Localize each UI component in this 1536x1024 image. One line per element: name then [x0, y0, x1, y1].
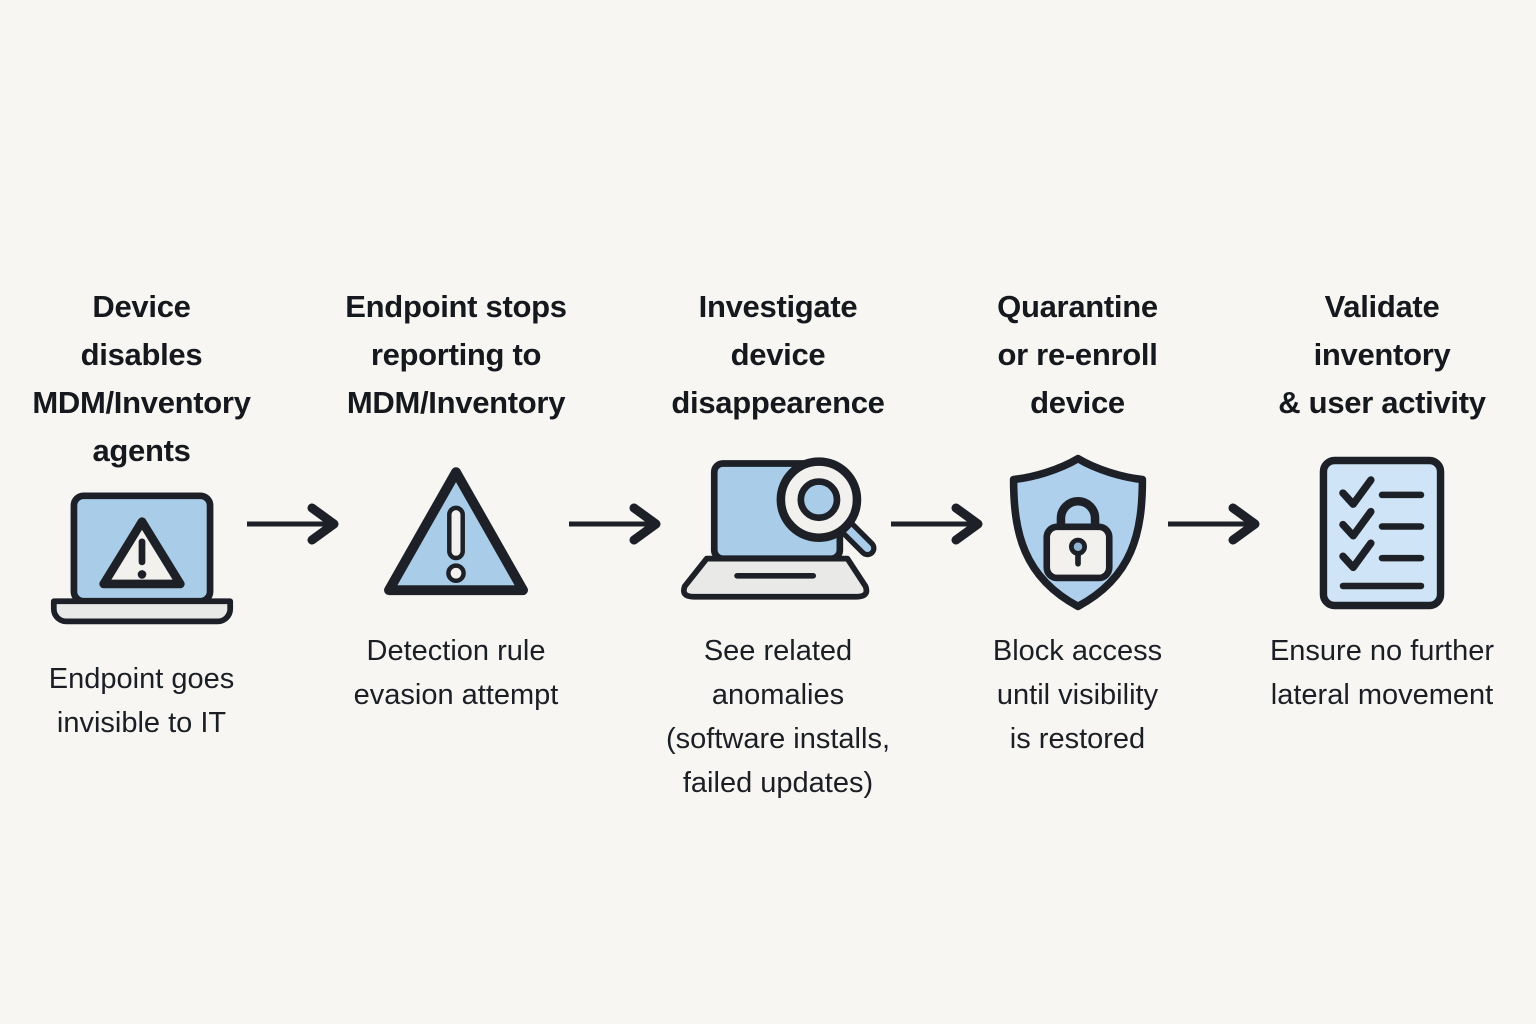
- step-title: Endpoint stops reporting to MDM/Inventor…: [345, 289, 567, 420]
- step-caption: Ensure no further lateral movement: [1269, 635, 1495, 711]
- step-icon-area: [4, 475, 279, 651]
- step-caption: Detection rule evasion attempt: [353, 635, 559, 711]
- step-quarantine-reenroll: Quarantine or re-enroll device Block acc…: [955, 283, 1200, 761]
- step-icon-area: [311, 447, 601, 623]
- arrow-right-icon: [1166, 502, 1266, 551]
- checklist-icon: [1311, 454, 1453, 617]
- step-title: Investigate device disappearence: [671, 289, 885, 420]
- step-icon-area: [1232, 447, 1532, 623]
- arrow-right-icon: [245, 502, 345, 551]
- warning-triangle-icon: [380, 463, 532, 607]
- step-endpoint-stops-reporting: Endpoint stops reporting to MDM/Inventor…: [311, 283, 601, 717]
- laptop-magnifier-icon: [678, 454, 878, 616]
- step-validate-inventory: Validate inventory & user activity E: [1232, 283, 1532, 717]
- step-title: Quarantine or re-enroll device: [997, 289, 1158, 420]
- arrow-right-icon: [889, 502, 989, 551]
- step-title: Device disables MDM/Inventory agents: [32, 289, 251, 468]
- step-caption: Endpoint goes invisible to IT: [48, 663, 235, 739]
- flow-row: Device disables MDM/Inventory agents End…: [4, 283, 1532, 805]
- step-investigate-disappearance: Investigate device disappearence See rel…: [633, 283, 923, 805]
- shield-lock-icon: [1002, 452, 1154, 618]
- step-caption: See related anomalies (software installs…: [665, 635, 890, 799]
- step-title: Validate inventory & user activity: [1278, 289, 1486, 420]
- arrow-right-icon: [567, 502, 667, 551]
- step-caption: Block access until visibility is restore…: [992, 635, 1163, 755]
- step-icon-area: [955, 447, 1200, 623]
- step-icon-area: [633, 447, 923, 623]
- step-device-disables-agents: Device disables MDM/Inventory agents End…: [4, 283, 279, 745]
- laptop-alert-icon: [46, 491, 238, 635]
